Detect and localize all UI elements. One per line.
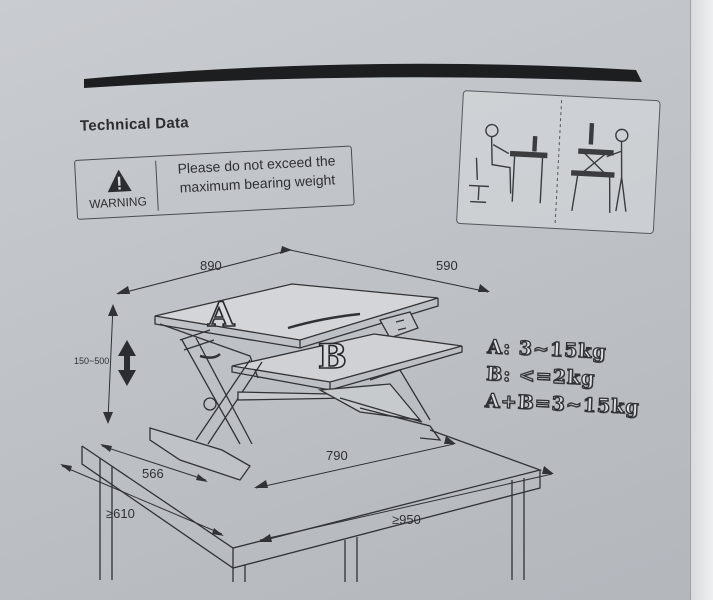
next-page-edge <box>690 0 713 600</box>
dimension-arrowheads <box>60 246 554 542</box>
dim-table-width: ≥950 <box>392 512 421 527</box>
person-sitting-icon <box>468 123 548 204</box>
load-specs: A: 3~15kg B: <=2kg A+B=3~15kg <box>484 334 642 422</box>
dim-depth-top: 590 <box>436 258 458 273</box>
height-adjust-arrow <box>118 340 136 386</box>
label-a: A <box>207 295 235 335</box>
header-rule <box>84 63 642 88</box>
dim-table-depth: ≥610 <box>106 506 135 521</box>
dimension-lines <box>61 249 553 541</box>
warning-triangle-icon <box>107 169 132 193</box>
usage-illustration-drawing <box>468 100 629 225</box>
warning-icon-cell: WARNING <box>81 160 159 215</box>
upper-platform <box>154 283 439 379</box>
warning-box: WARNING Please do not exceed the maximum… <box>74 145 355 220</box>
dim-height-range: 150~500 <box>74 356 109 366</box>
label-b: B <box>318 337 347 377</box>
dim-base-width: 790 <box>326 448 348 463</box>
table-drawing <box>81 429 543 582</box>
dim-base-depth: 566 <box>142 466 164 481</box>
person-standing-icon <box>570 122 629 213</box>
usage-illustration <box>455 90 661 235</box>
scissor-lift <box>149 329 442 481</box>
dim-width-top: 890 <box>200 258 222 273</box>
